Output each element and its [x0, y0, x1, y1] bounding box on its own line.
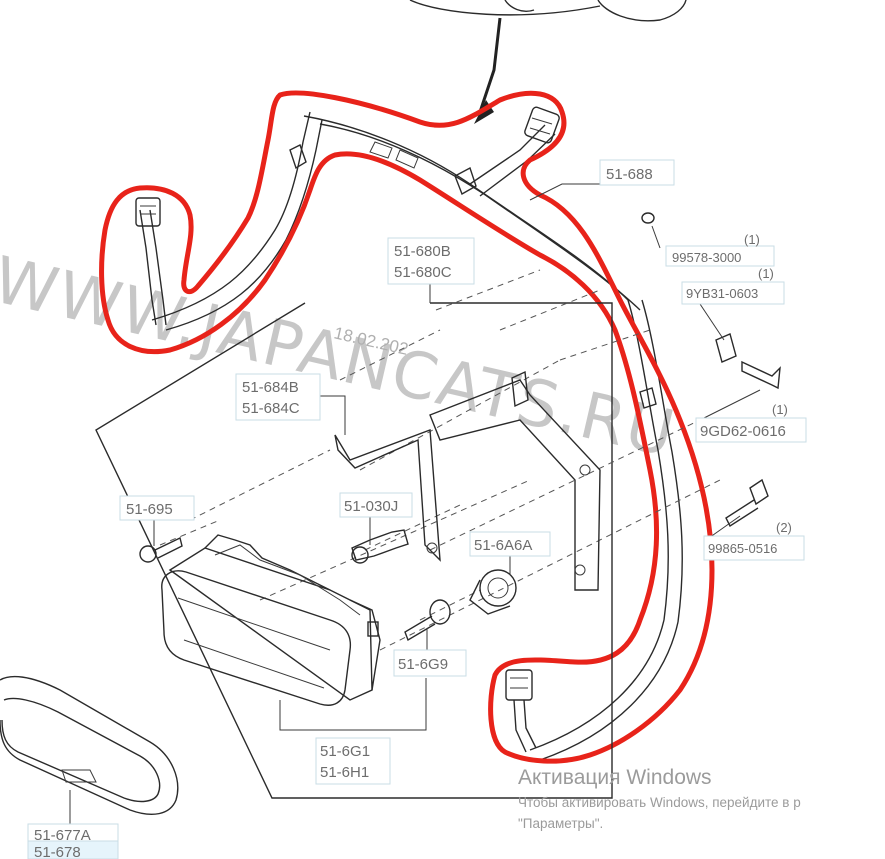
label-99578-3000-qty: (1): [744, 232, 760, 247]
adjust-screw: [404, 599, 451, 642]
mounting-bracket: [334, 370, 601, 591]
label-99865-0516-qty: (2): [776, 520, 792, 535]
fog-lamp-bezel: [0, 675, 179, 828]
label-51-6g9: 51-6G9: [398, 656, 448, 673]
vehicle-outline: [409, 0, 687, 124]
label-51-030j: 51-030J: [344, 498, 398, 515]
screw-51-695: [139, 536, 183, 563]
label-51-680c: 51-680C: [394, 264, 452, 281]
label-9gd62-0616-qty: (1): [772, 402, 788, 417]
label-51-684b: 51-684B: [242, 379, 299, 396]
bulb: [351, 529, 409, 564]
label-51-695: 51-695: [126, 501, 173, 518]
label-9gd62-0616: 9GD62-0616: [700, 423, 786, 440]
fog-lamp-housing: [161, 534, 381, 706]
label-51-678: 51-678: [34, 844, 81, 859]
bolt-set: [641, 212, 781, 528]
activation-title: Активация Windows: [518, 766, 712, 789]
label-51-6a6a: 51-6A6A: [474, 537, 532, 554]
label-99578-3000: 99578-3000: [672, 250, 741, 265]
label-9yb31-0603: 9YB31-0603: [686, 286, 758, 301]
bulb-socket: [469, 569, 517, 615]
windows-activation-notice: Активация Windows Чтобы активировать Win…: [518, 764, 885, 834]
label-99865-0516: 99865-0516: [708, 541, 777, 556]
label-51-677a: 51-677A: [34, 827, 91, 844]
label-9yb31-0603-qty: (1): [758, 266, 774, 281]
activation-line-2: "Параметры".: [518, 816, 604, 831]
activation-line-1: Чтобы активировать Windows, перейдите в …: [518, 795, 801, 810]
highlight-outline: [99, 90, 715, 764]
label-51-684c: 51-684C: [242, 400, 300, 417]
label-boxes: [27, 159, 807, 859]
label-51-6h1: 51-6H1: [320, 764, 369, 781]
label-51-6g1: 51-6G1: [320, 743, 370, 760]
label-51-688: 51-688: [606, 166, 653, 183]
label-51-680b: 51-680B: [394, 243, 451, 260]
assembly-frame: [95, 269, 721, 799]
